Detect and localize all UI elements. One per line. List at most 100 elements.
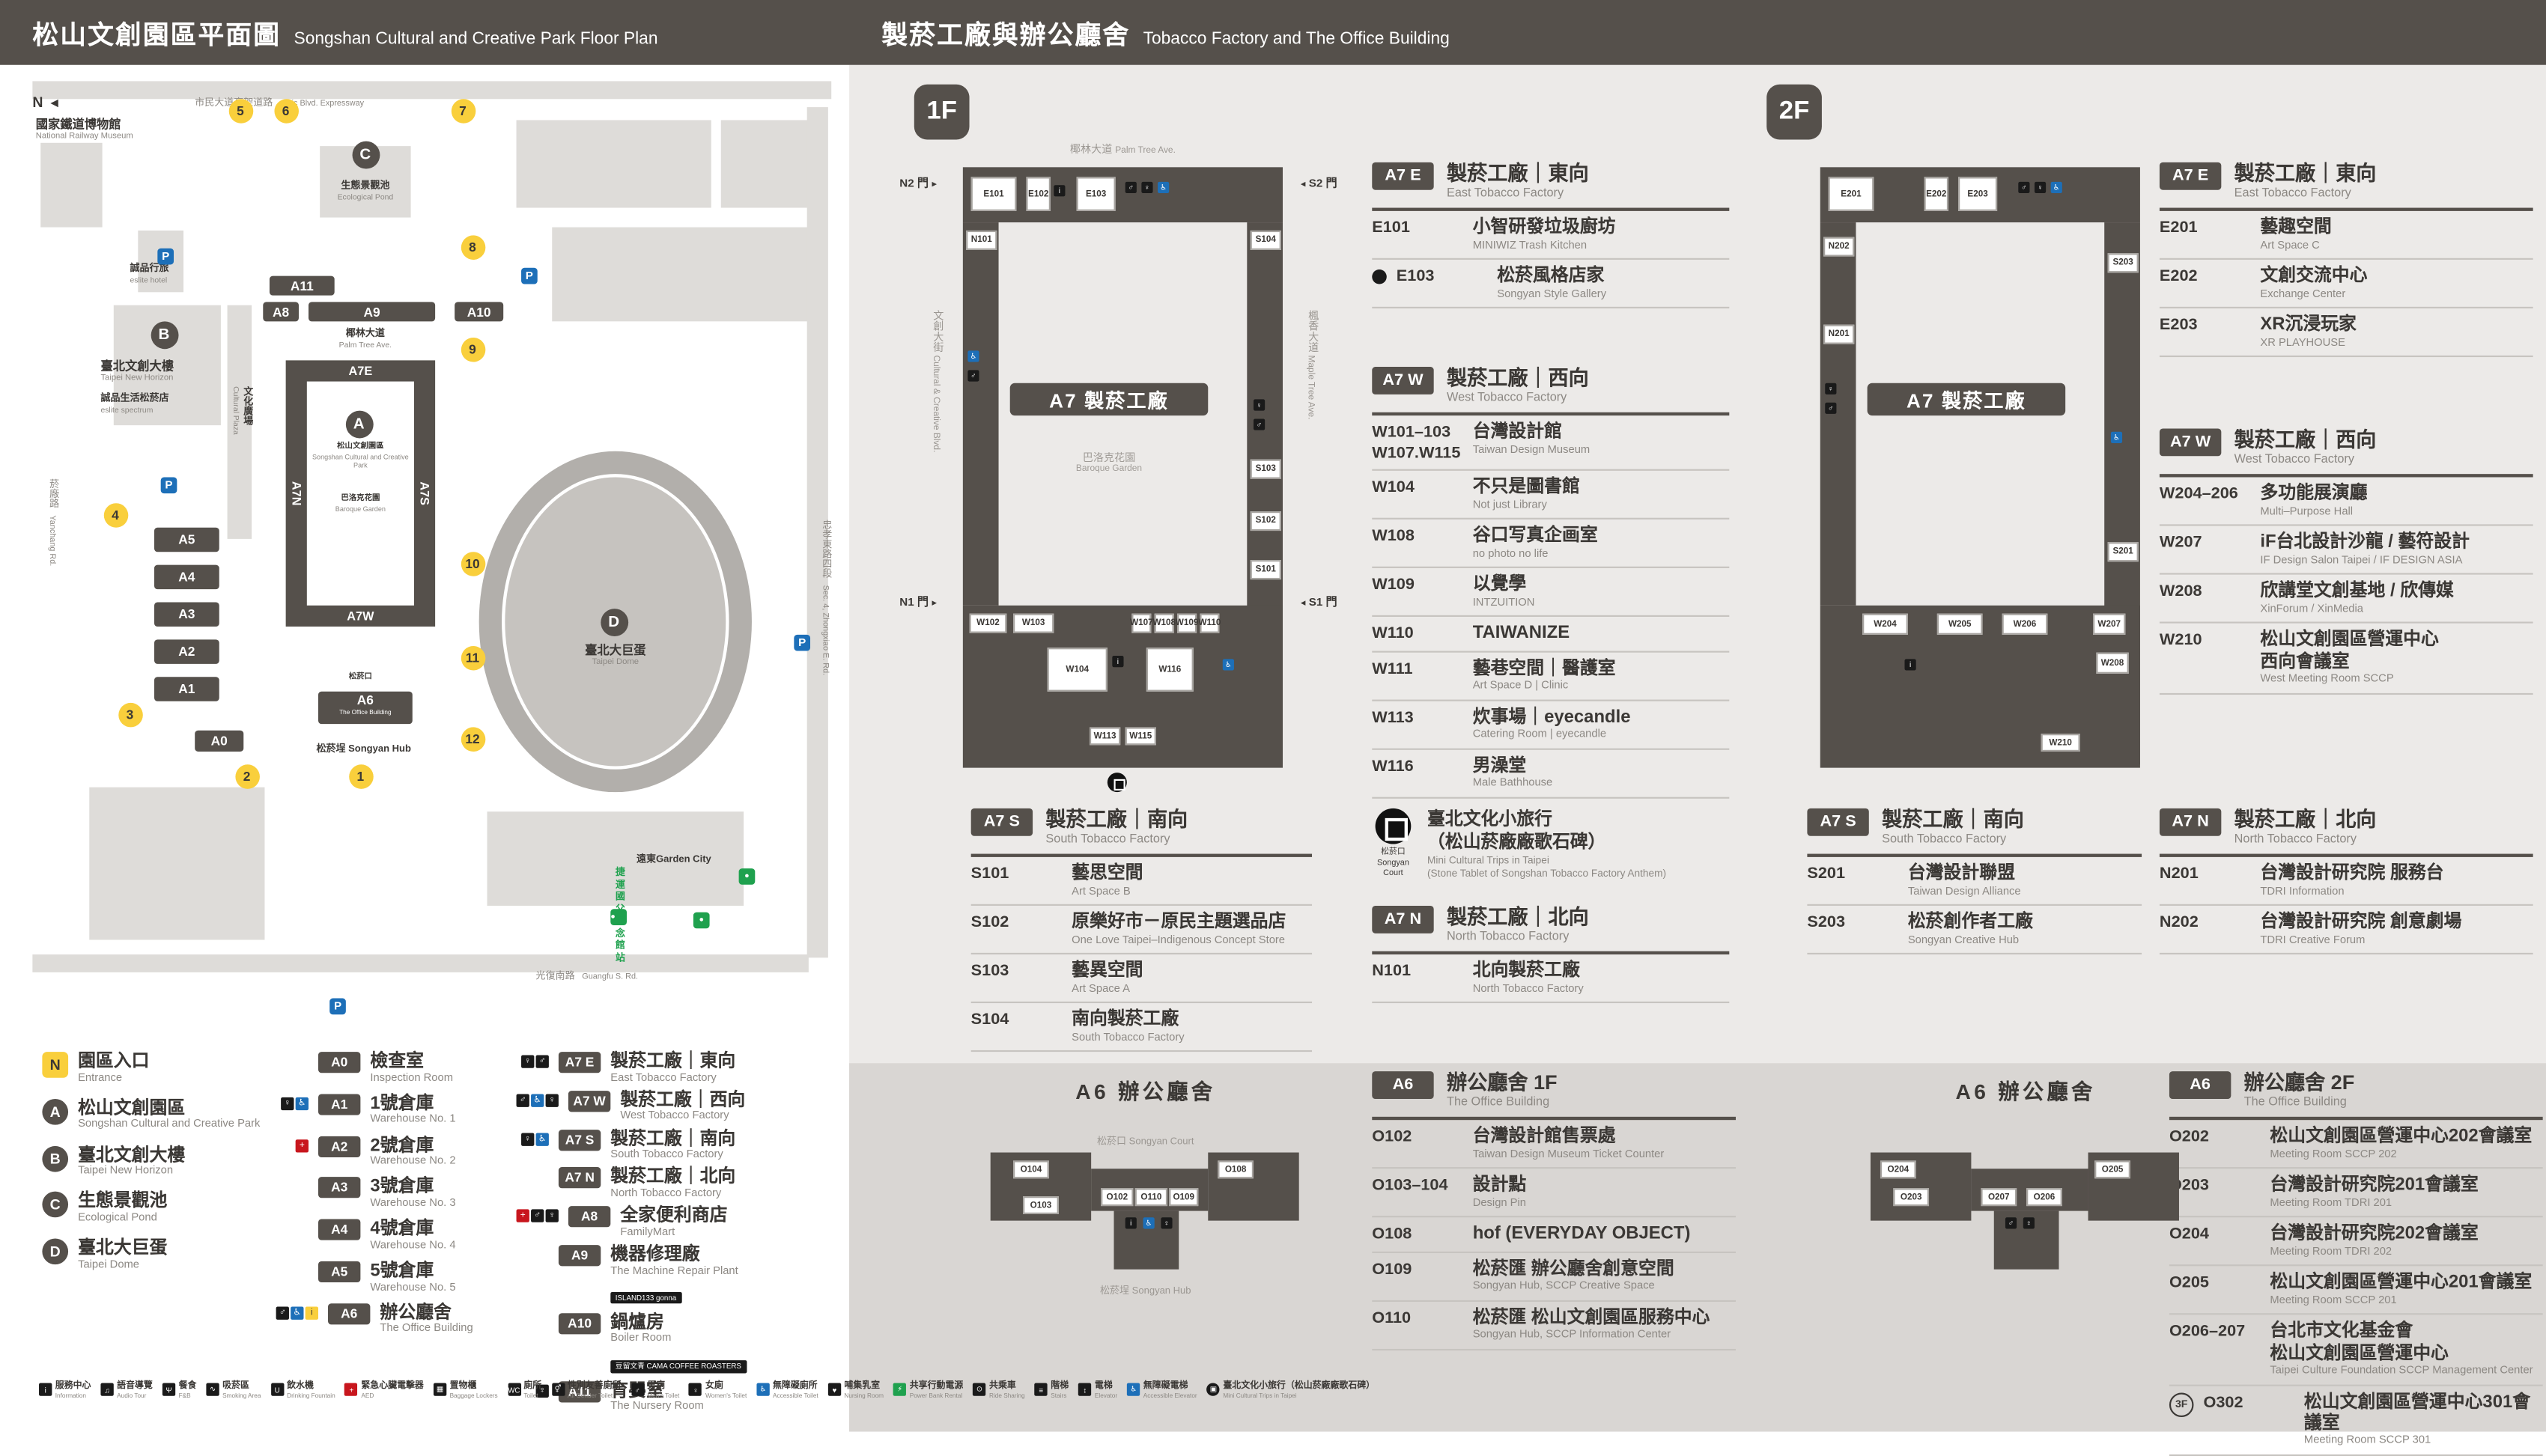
- facility-en: Ride Sharing: [989, 1392, 1025, 1399]
- building-code-badge: A3: [318, 1177, 361, 1199]
- room-text: 台北市文化基金會松山文創園區營運中心 Taipei Culture Foundat…: [2270, 1322, 2542, 1379]
- room-id: O110: [1372, 1309, 1412, 1327]
- facility-zh: 緊急心臟電擊器: [361, 1381, 424, 1392]
- room-name-en: One Love Taipei–Indigenous Concept Store: [1072, 934, 1285, 946]
- facility-icon: ♿: [756, 1383, 770, 1396]
- city-block: [227, 305, 252, 539]
- street-en: Cultural & Creative Blvd.: [930, 355, 941, 453]
- factory-center-label: A7 製菸工廠: [1867, 383, 2066, 416]
- facility-icon: ♿: [291, 1306, 304, 1320]
- room-text: hof (EVERYDAY OBJECT): [1473, 1225, 1736, 1246]
- songyan-court-marker: 松菸口 Songyan Court: [1372, 808, 1414, 883]
- facility-icon: i: [1904, 659, 1916, 671]
- legend-row: ♀A11育嬰室The Nursery Room: [517, 1380, 845, 1414]
- plan-street-left: 文創大街 Cultural & Creative Blvd.: [927, 310, 944, 452]
- legend-icon-group: ♀: [517, 1383, 549, 1398]
- section-title: 製菸工廠｜南向: [1045, 808, 1188, 832]
- gate-n1-label: N1 門: [899, 594, 937, 611]
- room-name: 藝趣空間: [2260, 218, 2332, 238]
- building-code-badge: A7 N: [558, 1167, 601, 1190]
- map-label-en: Ecological Pond: [337, 194, 394, 202]
- room-name-en: North Tobacco Factory: [1472, 983, 1584, 995]
- room-name: 松山文創園區營運中心201會議室: [2270, 1273, 2533, 1293]
- room-name-line2: 松山文創園區營運中心: [2270, 1343, 2449, 1363]
- entrance-marker: 10: [460, 551, 485, 576]
- room-id: O205: [2169, 1275, 2209, 1293]
- facility-icon: ♂: [631, 1383, 644, 1396]
- court-note-en1: Mini Cultural Trips in Taipei: [1427, 854, 1549, 867]
- room-name-en: Not just Library: [1472, 499, 1547, 511]
- facility-icon: ⚥: [551, 1383, 565, 1396]
- room-name-en: MINIWIZ Trash Kitchen: [1472, 239, 1588, 252]
- room-name: 台北市文化基金會: [2270, 1322, 2413, 1342]
- facility-icon: ♀: [1825, 383, 1837, 395]
- facility-icon: ♀: [545, 1094, 559, 1107]
- section-title: 製菸工廠｜北向: [2234, 808, 2377, 832]
- room-id: E201: [2159, 219, 2198, 238]
- facility-icon: ♀: [689, 1383, 702, 1396]
- plan-room: S102: [1250, 511, 1281, 531]
- building-code-badge: A5: [318, 1261, 361, 1282]
- building-sub: The Office Building: [339, 709, 392, 716]
- facility-zh: 性別友善廁所: [567, 1381, 622, 1392]
- entrance-marker: 9: [460, 336, 485, 362]
- city-block: [516, 120, 711, 208]
- facility-icon: ♀: [521, 1132, 535, 1145]
- section-badge: A7 E: [2159, 162, 2222, 190]
- entrance-marker: 8: [460, 234, 485, 259]
- room-name-en: Taipei Culture Foundation SCCP Managemen…: [2270, 1365, 2533, 1377]
- transit-icon: [693, 912, 710, 929]
- map-label-en: Palm Tree Ave.: [338, 341, 392, 350]
- legend-icon-group: +: [276, 1139, 309, 1152]
- facility-icon: i: [1112, 656, 1124, 668]
- facility-en: AED: [361, 1392, 374, 1399]
- plan-room: W110: [1198, 613, 1221, 633]
- map-label-zh: 松山文創園區: [337, 442, 384, 451]
- room-name-line2: 西向會議室: [2260, 651, 2350, 671]
- section-subtitle: The Office Building: [1447, 1094, 1550, 1109]
- compass-north-icon: N: [32, 94, 61, 111]
- facility-icon: i: [39, 1383, 52, 1396]
- room-name-en: Art Space B: [1072, 885, 1131, 898]
- building-wing: [962, 605, 1283, 768]
- section-title: 製菸工廠｜南向: [1882, 808, 2024, 832]
- legend-icon-group: ♀♿: [276, 1097, 309, 1110]
- section-badge: A7 W: [1372, 367, 1434, 395]
- gate-n2-label: N2 門: [899, 175, 937, 192]
- room-name-en: Art Space D | Clinic: [1472, 680, 1569, 692]
- court-note-en2: (Stone Tablet of Songshan Tobacco Factor…: [1427, 868, 1667, 880]
- court-note-zh1: 臺北文化小旅行: [1427, 810, 1552, 830]
- room-name: 松菸風格店家: [1497, 266, 1605, 287]
- facility-zh: 階梯: [1051, 1381, 1069, 1392]
- building-wing: [1820, 222, 1856, 606]
- plan-room: N101: [966, 230, 997, 250]
- room-name: 台灣設計館售票處: [1472, 1127, 1616, 1147]
- map-label-en: National Railway Museum: [35, 132, 133, 142]
- room-id: O206–207: [2169, 1324, 2246, 1342]
- facility-en: Accessible Elevator: [1143, 1392, 1197, 1399]
- songyan-court-icon: [1375, 808, 1412, 844]
- section-title: 製菸工廠｜西向: [2234, 428, 2377, 451]
- legend-en: Taipei Dome: [78, 1259, 140, 1271]
- room-id-line2: W107.W115: [1372, 445, 1461, 463]
- room-name: 藝異空間: [1072, 961, 1143, 981]
- gate-text: S1 門: [1308, 597, 1337, 609]
